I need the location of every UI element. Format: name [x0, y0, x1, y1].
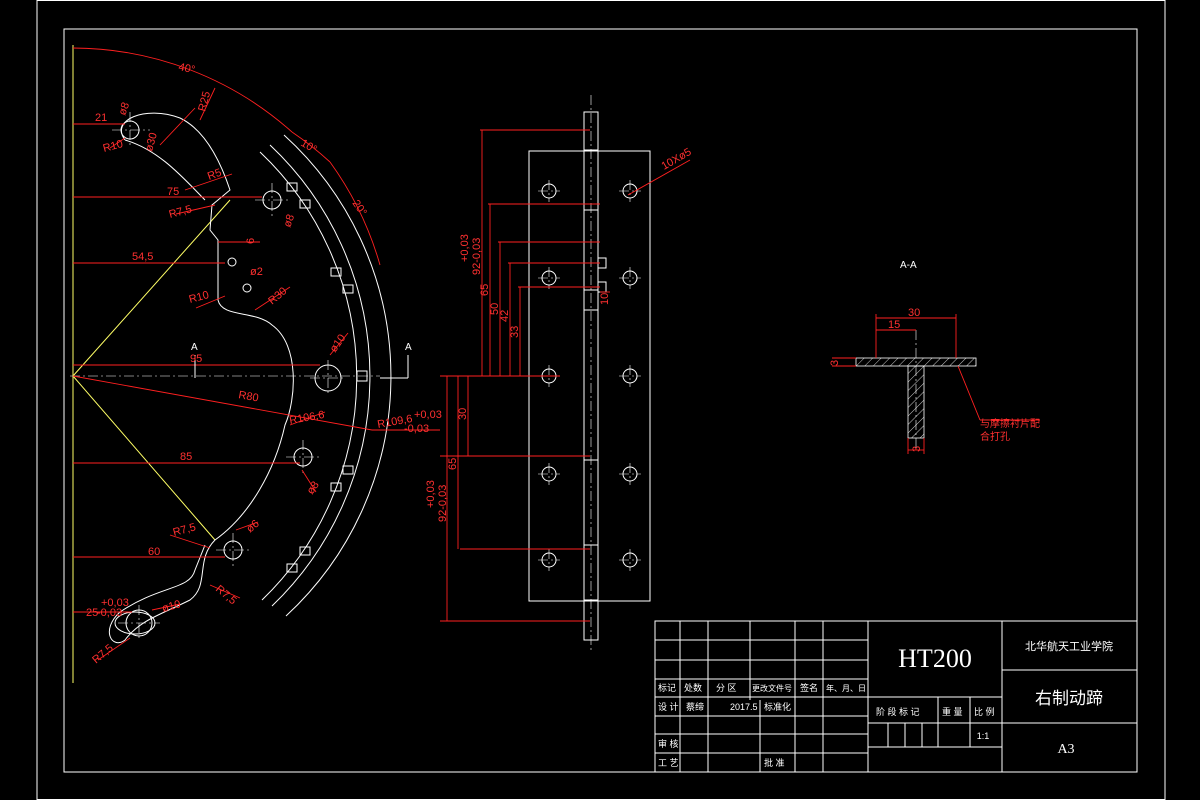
dim-r75-top: R7,5	[168, 203, 194, 221]
front-dim-lines	[72, 47, 440, 661]
crosshairs	[112, 112, 346, 641]
dim-r10-top: R10	[102, 138, 125, 155]
rim-arc-mid	[269, 144, 371, 607]
title-sheet-size: A3	[1057, 742, 1074, 757]
tb-mark: 标记	[658, 682, 676, 693]
dim-25-tol-minus: -0,03	[97, 607, 122, 619]
tb-approve: 批 准	[764, 757, 785, 768]
title-school: 北华航天工业学院	[1025, 639, 1113, 653]
tb-process: 工 艺	[658, 758, 679, 768]
dim-21: 21	[95, 112, 107, 124]
dim-angle-40: 40°	[177, 61, 196, 76]
side-dim-65-top: 65	[479, 284, 491, 296]
web-line-top	[72, 199, 231, 377]
dim-d8-top: ø8	[117, 101, 133, 117]
tb-weight: 重 量	[942, 706, 963, 717]
dim-r30: R30	[266, 285, 289, 307]
side-dim-65-low: 65	[447, 458, 459, 470]
section-label: A-A	[900, 260, 917, 271]
dim-r75-low2: R7,5	[213, 583, 239, 607]
title-material: HT200	[898, 644, 972, 673]
side-dim-10: 10	[599, 293, 611, 305]
dim-d8-mid: ø8	[282, 213, 298, 229]
dim-r75-low3: R7,5	[90, 642, 116, 666]
dim-75: 75	[167, 186, 179, 198]
section-dim-3-top: 3	[829, 360, 841, 366]
inner-frame	[63, 28, 1138, 773]
dim-d8-low: ø8	[305, 479, 322, 496]
dim-25-tol-plus: +0,03	[101, 597, 129, 609]
web-line-bottom	[72, 375, 216, 541]
dim-r106-6: R106,6	[288, 409, 325, 427]
side-dim-33: 33	[509, 326, 521, 338]
section-note-2: 合打孔	[980, 430, 1010, 443]
dim-60: 60	[148, 546, 160, 558]
dim-r10-mid: R10	[188, 289, 211, 306]
dim-r5: R5	[206, 167, 223, 183]
rim-arc-outer	[283, 134, 392, 617]
side-dim-tol-bot: +0,03	[425, 480, 437, 508]
tb-zone: 分 区	[716, 683, 737, 693]
side-dim-42: 42	[499, 310, 511, 322]
title-scale: 1:1	[977, 731, 990, 741]
side-dim-lines	[440, 129, 691, 622]
section-dim-15: 15	[888, 319, 900, 331]
section-note-1: 与摩擦衬片配	[980, 417, 1040, 430]
tb-ratio: 比 例	[974, 706, 995, 717]
dim-25: 25	[86, 607, 98, 619]
side-dim-50: 50	[489, 303, 501, 315]
dim-85: 85	[180, 451, 192, 463]
title-part-name: 右制动蹄	[1035, 689, 1103, 708]
section-dim-30: 30	[908, 307, 920, 319]
side-holes	[541, 183, 638, 568]
dim-54-5: 54,5	[132, 251, 153, 263]
title-block: HT200 北华航天工业学院 右制动蹄 A3 1:1 标记 处数 分 区 更改文…	[654, 620, 1138, 773]
dim-r80: R80	[237, 389, 259, 404]
section-dim-lines	[832, 314, 1040, 454]
dim-d6: ø6	[244, 518, 262, 535]
tb-standard: 标准化	[764, 701, 791, 712]
side-view: 10Xø5 +0,03 92-0,03 65 50 42 33 10 30 65…	[425, 95, 694, 652]
upper-ear	[124, 139, 206, 201]
inner-contour	[109, 112, 294, 644]
dim-d10-mid: ø10	[328, 332, 349, 354]
side-dim-tol-top: +0,03	[459, 234, 471, 262]
dim-95: 95	[190, 353, 202, 365]
dim-d30: ø30	[143, 131, 160, 152]
tb-count: 处数	[684, 682, 702, 693]
dim-d2: ø2	[250, 266, 263, 278]
rim-slots	[286, 182, 368, 573]
side-dim-30: 30	[457, 408, 469, 420]
dim-angle-10: 10°	[299, 137, 319, 156]
tb-design: 设 计	[658, 701, 679, 712]
section-mark-left: A	[191, 342, 198, 353]
tb-sign: 签名	[800, 682, 818, 693]
dim-r25: R25	[196, 90, 213, 113]
dim-d10-low: ø10	[161, 598, 182, 615]
side-dim-92-top: 92-0,03	[471, 238, 483, 275]
side-dim-holes: 10Xø5	[660, 146, 694, 173]
dim-r-tol-plus: +0,03	[414, 409, 442, 421]
dim-r75-low1: R7,5	[172, 521, 198, 539]
dim-angle-20: 20°	[350, 198, 369, 219]
section-view: A-A 30 15 3 3 与摩擦衬片配 合打孔	[829, 260, 1040, 454]
hole-small-1	[227, 257, 237, 267]
section-line	[194, 355, 409, 379]
front-view: A A 40° 10° 20° R25 ø8 21 R10 ø30 R5 75 …	[70, 45, 442, 683]
tb-design-date: 2017.5	[730, 702, 758, 712]
tb-review: 审 核	[658, 738, 679, 749]
tb-date: 年、月、日	[826, 683, 866, 693]
dim-6: 6	[245, 238, 257, 244]
tb-stage: 阶 段 标 记	[876, 706, 920, 717]
side-dim-92-bot: 92-0,03	[437, 485, 449, 522]
hole-small-2	[242, 283, 252, 293]
section-mark-right: A	[405, 342, 412, 353]
tb-change-doc: 更改文件号	[752, 683, 792, 693]
section-dim-3-bottom: 3	[911, 446, 923, 452]
dim-r-tol-minus: -0,03	[404, 423, 429, 435]
tb-designer: 蔡缔	[686, 701, 704, 712]
side-web-ticks	[584, 149, 607, 601]
side-hole-crosshairs	[538, 180, 641, 571]
